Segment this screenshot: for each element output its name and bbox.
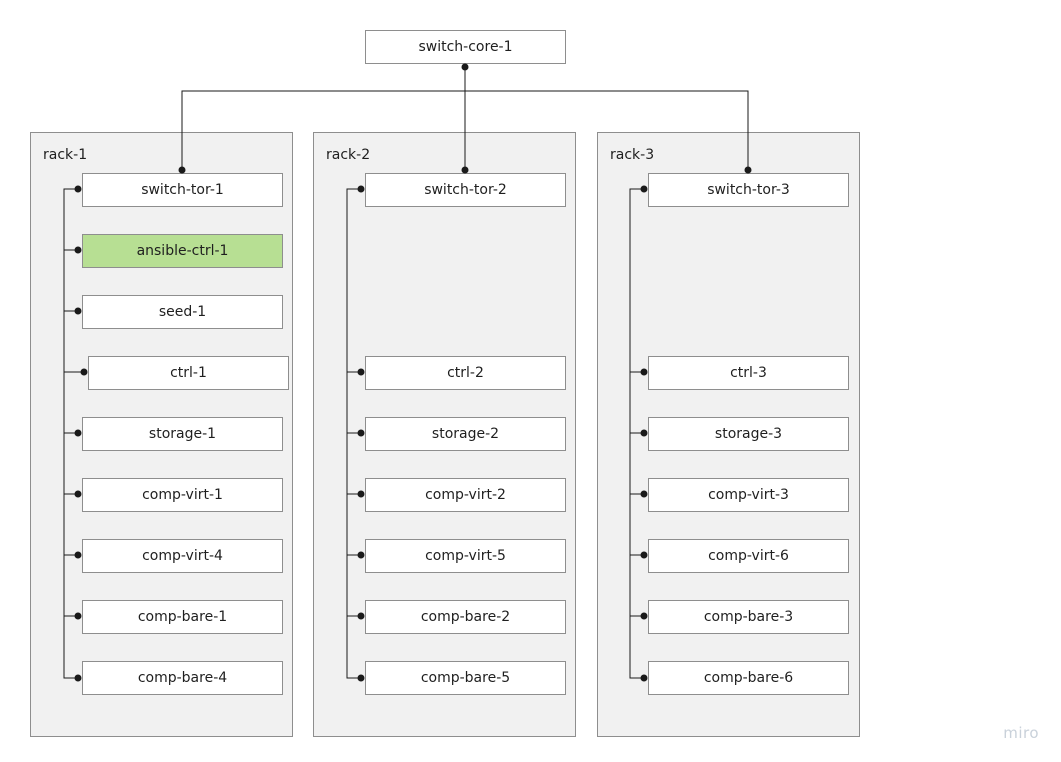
host-node[interactable]: ctrl-2	[365, 356, 566, 390]
switch-tor-node[interactable]: switch-tor-3	[648, 173, 849, 207]
switch-core-node[interactable]: switch-core-1	[365, 30, 566, 64]
rack-label: rack-3	[610, 147, 655, 163]
host-node[interactable]: comp-bare-1	[82, 600, 283, 634]
host-node[interactable]: storage-3	[648, 417, 849, 451]
connector-dot	[461, 63, 469, 71]
host-node[interactable]: seed-1	[82, 295, 283, 329]
host-node[interactable]: comp-bare-5	[365, 661, 566, 695]
host-node[interactable]: storage-2	[365, 417, 566, 451]
host-node[interactable]: comp-virt-6	[648, 539, 849, 573]
rack-label: rack-1	[43, 147, 88, 163]
miro-watermark: miro	[1003, 724, 1039, 742]
host-node[interactable]: comp-virt-4	[82, 539, 283, 573]
switch-tor-node[interactable]: switch-tor-1	[82, 173, 283, 207]
host-node[interactable]: comp-virt-1	[82, 478, 283, 512]
host-node[interactable]: comp-virt-3	[648, 478, 849, 512]
host-node[interactable]: ctrl-1	[88, 356, 289, 390]
host-node[interactable]: ctrl-3	[648, 356, 849, 390]
host-node[interactable]: comp-virt-2	[365, 478, 566, 512]
host-node[interactable]: comp-bare-4	[82, 661, 283, 695]
host-node[interactable]: comp-bare-6	[648, 661, 849, 695]
host-node[interactable]: comp-bare-2	[365, 600, 566, 634]
host-node[interactable]: comp-bare-3	[648, 600, 849, 634]
rack-label: rack-2	[326, 147, 371, 163]
host-node[interactable]: comp-virt-5	[365, 539, 566, 573]
switch-tor-node[interactable]: switch-tor-2	[365, 173, 566, 207]
host-node-highlighted[interactable]: ansible-ctrl-1	[82, 234, 283, 268]
host-node[interactable]: storage-1	[82, 417, 283, 451]
